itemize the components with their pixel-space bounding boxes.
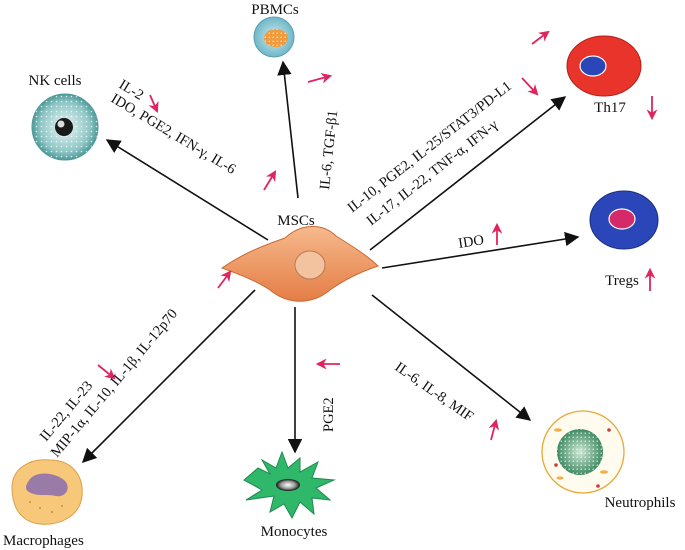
monocytes-factor-1: PGE2 [321,397,337,432]
nk-label: NK cells [29,73,82,89]
tregs-factor-1: IDO [457,232,485,252]
macrophages-factor-1-down-arrow [97,364,116,380]
nk-factor-1-down-arrow [148,94,159,113]
monocytes-label: Monocytes [261,524,328,540]
tregs-cell [589,190,659,250]
msc-label: MSCs [277,213,315,229]
neutrophils-factor-1: IL-6, IL-8, MIF [392,359,476,425]
connector-arrows [81,60,580,464]
arrow-msc-to-pbmcs [277,60,299,199]
macrophages-factor-2-up-arrow [217,270,232,289]
nk-factor-2: IDO, PGE2, IFN-γ, IL-6 [108,91,238,178]
th17-factor-2-down-arrow [521,77,539,96]
arrow-msc-to-macrophages [81,289,256,464]
th17-cell [566,35,642,97]
nk-factor-2-up-arrow [263,170,277,191]
pbmcs-factor-1: IL-6, TGF-β1 [317,110,341,191]
msc-cell [220,226,379,302]
msc-nucleus [294,250,326,280]
arrow-msc-to-nk [105,139,269,241]
pbmcs-factor-1-up-arrow [307,73,333,84]
th17-label: Th17 [594,100,626,116]
monocyte-cell [243,450,336,520]
arrow-msc-to-tregs [381,231,580,269]
macrophage-cell [11,459,83,525]
pbmcs-label: PBMCs [251,2,299,18]
nk-cell [31,93,99,161]
pbmcs-cell [253,16,295,58]
arrow-msc-to-neutrophils [371,294,532,421]
neutrophils-factor-1-up-arrow [488,418,500,441]
tregs-label: Tregs [605,273,639,289]
th17-factor-1: IL-10, PGE2, IL-25/STAT3/PD-L1 [345,78,515,216]
macrophages-label: Macrophages [3,533,84,549]
neutrophils-label: Neutrophils [605,495,676,511]
neutrophil-cell [541,410,625,494]
th17-factor-1-up-arrow [531,30,550,45]
arrow-msc-to-th17 [369,96,567,251]
